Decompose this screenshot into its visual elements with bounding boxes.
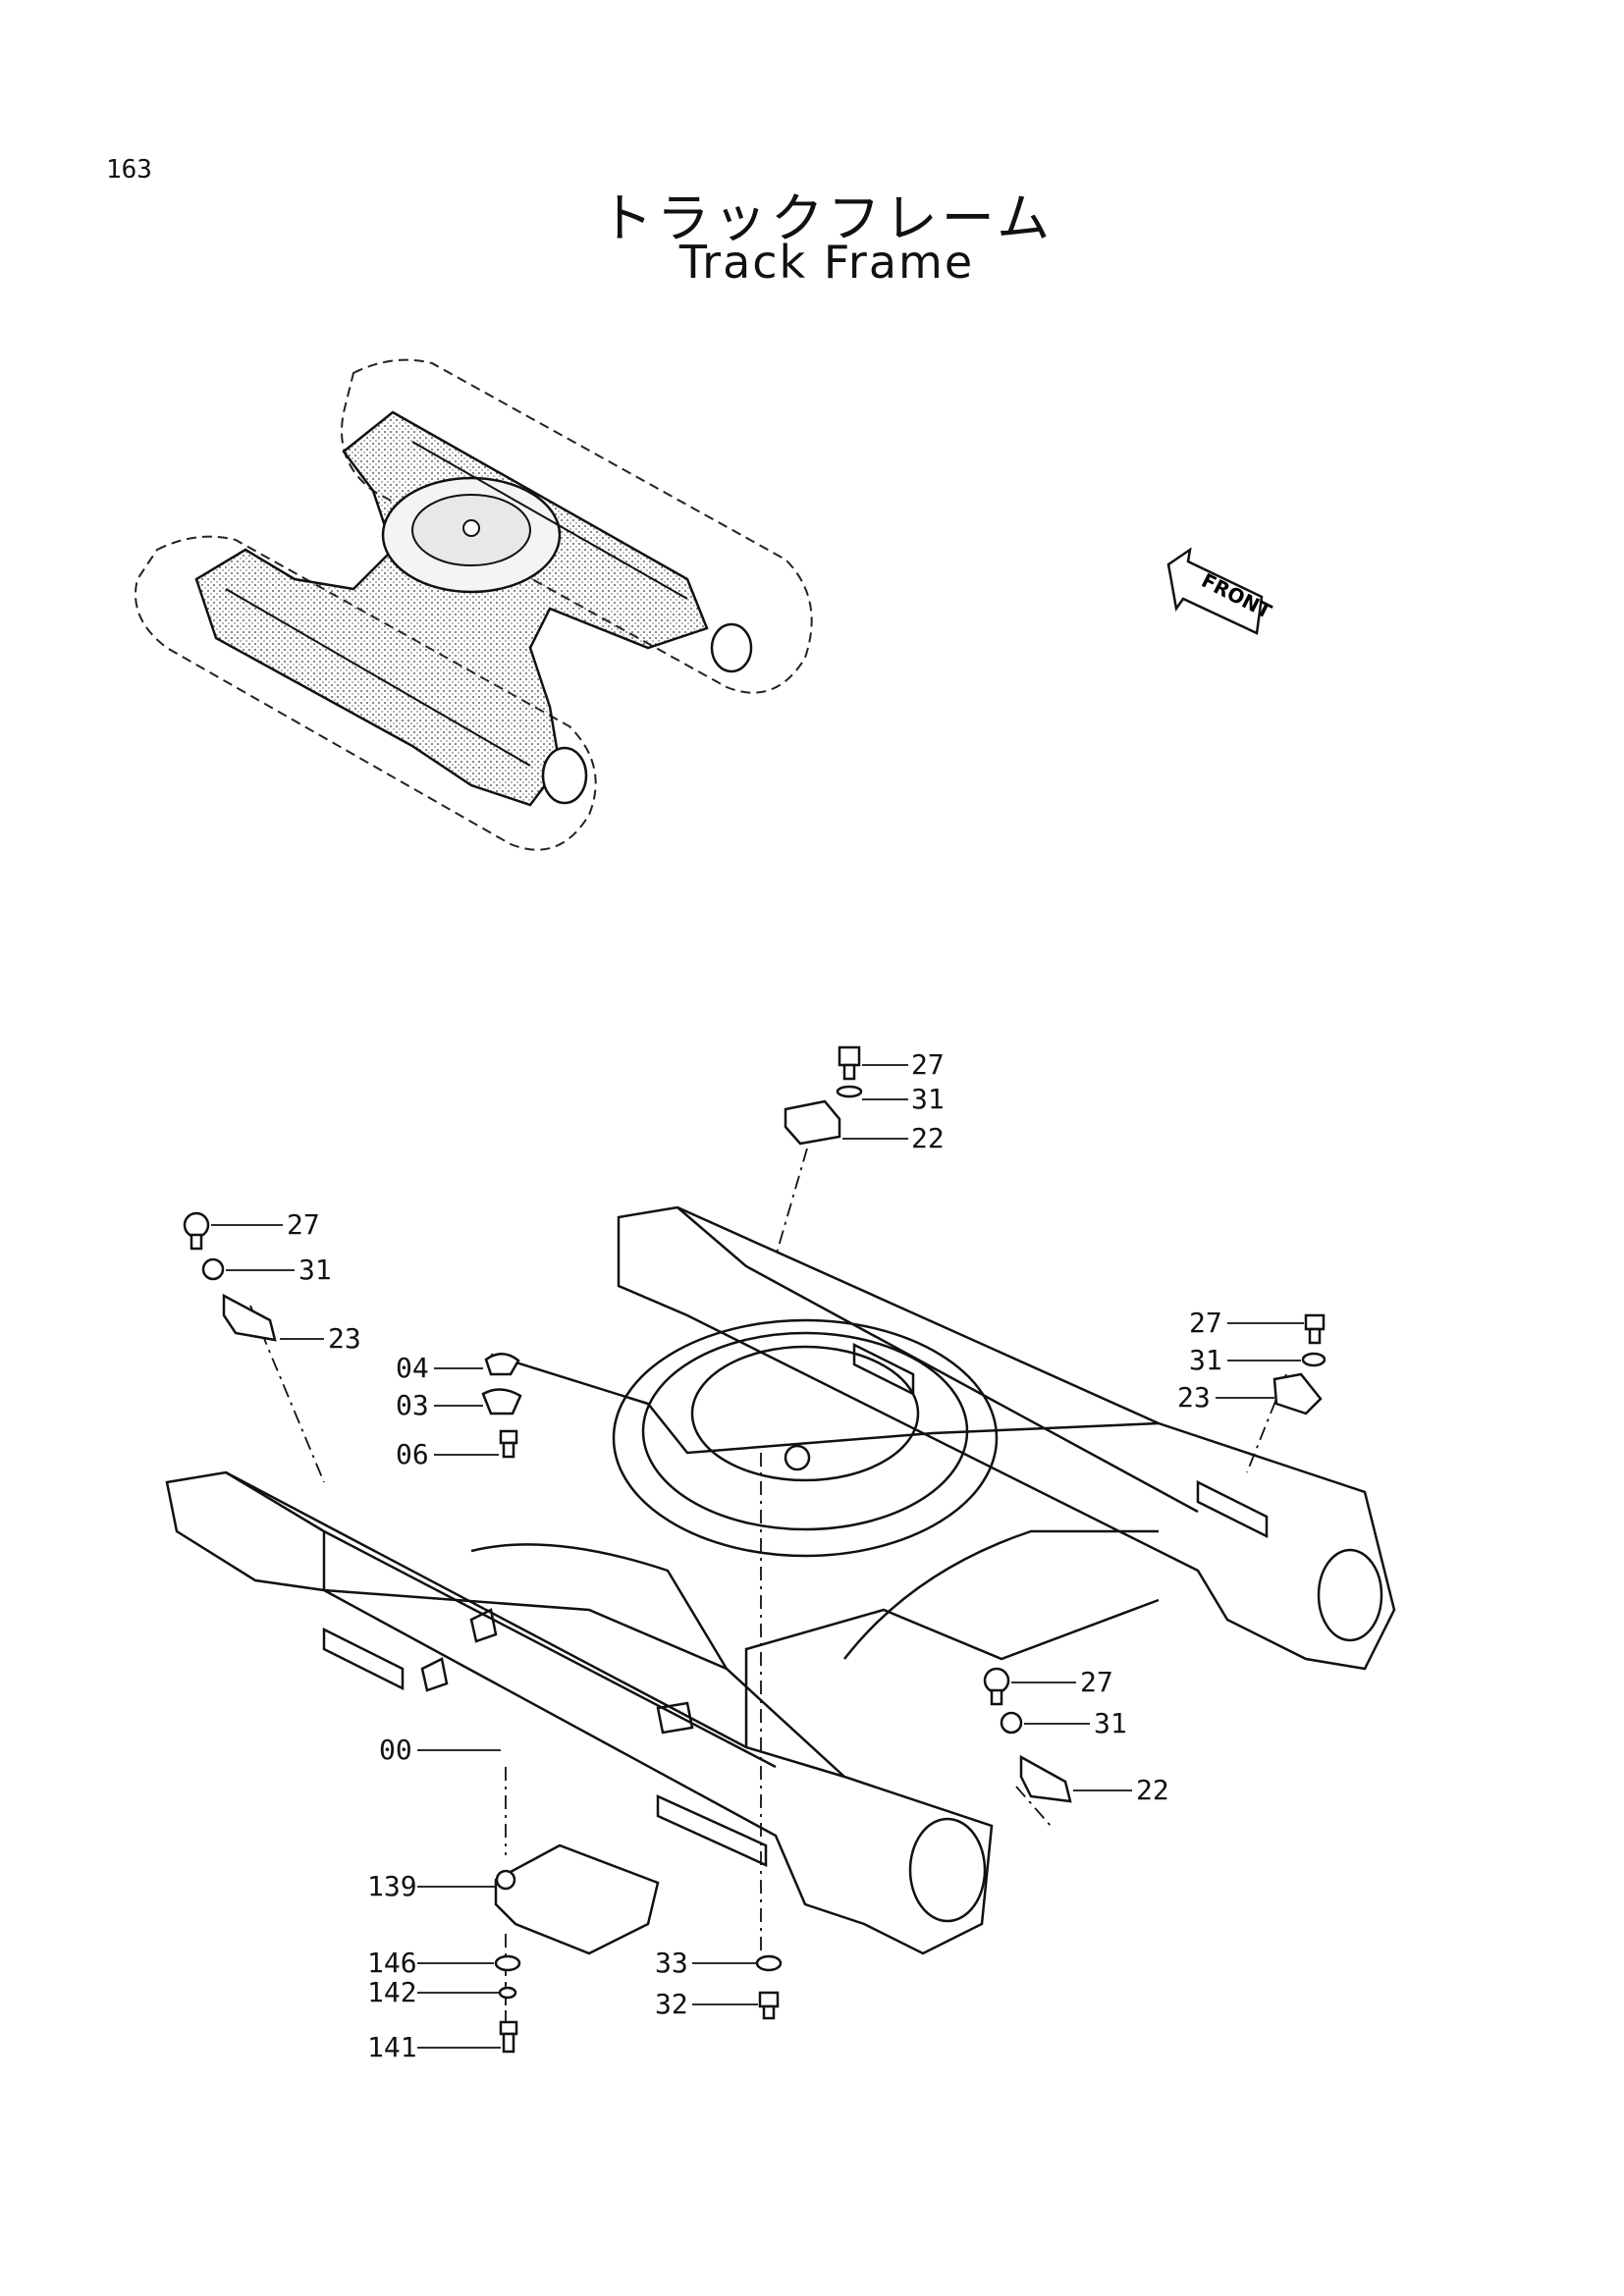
washer-icon xyxy=(1000,1711,1023,1735)
bolt-shank-icon xyxy=(990,1688,1003,1706)
spring-washer-icon xyxy=(498,1986,517,2000)
callout-23: 23 xyxy=(328,1322,361,1355)
plate-icon xyxy=(1272,1372,1323,1415)
callout-141: 141 xyxy=(367,2031,417,2063)
leader-lines xyxy=(211,1064,1304,2049)
cover-icon xyxy=(484,1353,520,1376)
page-number: 163 xyxy=(106,155,152,185)
bolt-icon xyxy=(758,1991,780,2008)
parts xyxy=(183,1045,1326,2054)
plate-icon xyxy=(1019,1754,1072,1803)
callout-142: 142 xyxy=(367,1976,417,2008)
callout-27: 27 xyxy=(911,1048,945,1081)
callout-22: 22 xyxy=(1136,1774,1169,1806)
track-frame-body xyxy=(165,1205,1396,1955)
bolt-shank-icon xyxy=(189,1233,203,1251)
washer-icon xyxy=(836,1085,863,1098)
title-english: Track Frame xyxy=(678,236,975,289)
callout-31: 31 xyxy=(298,1254,332,1286)
bolt-shank-icon xyxy=(502,1441,515,1459)
front-arrow-icon: FRONT xyxy=(1166,547,1275,635)
washer-icon xyxy=(494,1954,521,1972)
bolt-icon xyxy=(838,1045,861,1067)
plate-icon xyxy=(784,1099,841,1146)
washer-icon xyxy=(1301,1352,1326,1367)
callout-06: 06 xyxy=(396,1438,429,1470)
callout-03: 03 xyxy=(396,1389,429,1421)
title-japanese: トラックフレーム xyxy=(599,187,1055,249)
callout-27: 27 xyxy=(1189,1307,1222,1339)
bolt-shank-icon xyxy=(842,1063,856,1081)
callout-32: 32 xyxy=(655,1988,688,2020)
bolt-icon xyxy=(183,1211,210,1239)
callout-23: 23 xyxy=(1177,1381,1211,1414)
callout-31: 31 xyxy=(1094,1707,1127,1739)
callout-27: 27 xyxy=(1080,1666,1113,1698)
washer-icon xyxy=(755,1954,783,1972)
plate-icon xyxy=(222,1293,277,1342)
callout-22: 22 xyxy=(911,1122,945,1154)
callout-31: 31 xyxy=(911,1083,945,1115)
callout-04: 04 xyxy=(396,1352,429,1384)
callout-31: 31 xyxy=(1189,1344,1222,1376)
bolt-icon xyxy=(983,1667,1010,1694)
callout-00: 00 xyxy=(379,1734,412,1766)
gasket-icon xyxy=(481,1388,522,1415)
callout-146: 146 xyxy=(367,1947,417,1979)
washer-icon xyxy=(201,1257,225,1281)
guard-icon xyxy=(494,1843,660,1955)
frame-shape xyxy=(194,410,753,807)
callout-33: 33 xyxy=(655,1947,688,1979)
bolt-icon xyxy=(499,2020,518,2036)
guard-hole-icon xyxy=(495,1869,516,1891)
callout-139: 139 xyxy=(367,1870,417,1902)
bolt-shank-icon xyxy=(762,2004,776,2020)
bolt-shank-icon xyxy=(1308,1327,1322,1345)
bolt-icon xyxy=(499,1429,518,1445)
bolt-shank-icon xyxy=(502,2032,515,2054)
bolt-icon xyxy=(1304,1313,1326,1331)
callout-27: 27 xyxy=(287,1208,320,1241)
